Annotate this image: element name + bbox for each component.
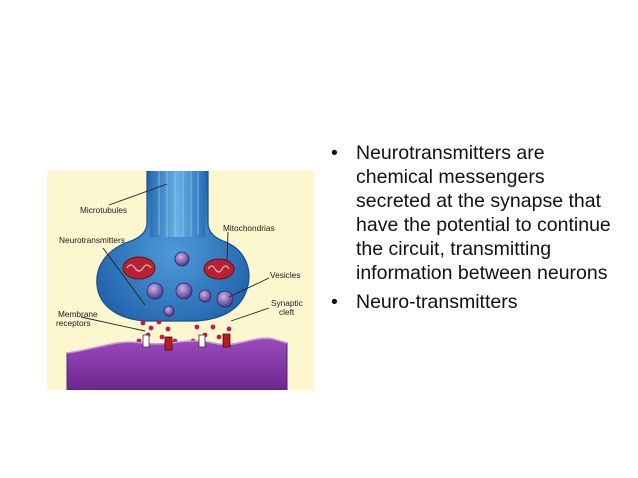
bullet-item: • Neurotransmitters are chemical messeng… xyxy=(322,141,622,285)
label-mitochondrias: Mitochondrias xyxy=(223,223,275,233)
label-membrane-receptors-line2: receptors xyxy=(56,318,91,328)
synaptic-vesicles xyxy=(146,251,234,317)
bullet-symbol: • xyxy=(331,291,338,313)
bullet-list: • Neurotransmitters are chemical messeng… xyxy=(322,141,622,319)
label-neurotransmitters: Neurotransmitters xyxy=(59,235,125,245)
bullet-symbol: • xyxy=(331,142,338,164)
bullet-text: Neurotransmitters are chemical messenger… xyxy=(356,142,611,284)
label-microtubules: Microtubules xyxy=(80,205,128,215)
neurotransmitter-molecules xyxy=(136,319,232,344)
presynaptic-terminal xyxy=(96,171,250,322)
label-vesicles: Vesicles xyxy=(270,270,301,280)
synapse-illustration xyxy=(66,171,288,390)
mitochondria xyxy=(122,256,235,280)
synapse-diagram: Microtubules Neurotransmitters Mitochond… xyxy=(47,171,314,390)
postsynaptic-membrane xyxy=(66,337,288,390)
label-membrane-receptors-line1: Membrane xyxy=(58,309,98,319)
leader-lines xyxy=(80,183,270,332)
membrane-receptors xyxy=(142,333,231,351)
bullet-text: Neuro-transmitters xyxy=(356,291,518,313)
label-synaptic-cleft-line2: cleft xyxy=(279,307,295,317)
bullet-item: • Neuro-transmitters xyxy=(322,290,622,314)
label-synaptic-cleft-line1: Synaptic xyxy=(271,298,303,308)
